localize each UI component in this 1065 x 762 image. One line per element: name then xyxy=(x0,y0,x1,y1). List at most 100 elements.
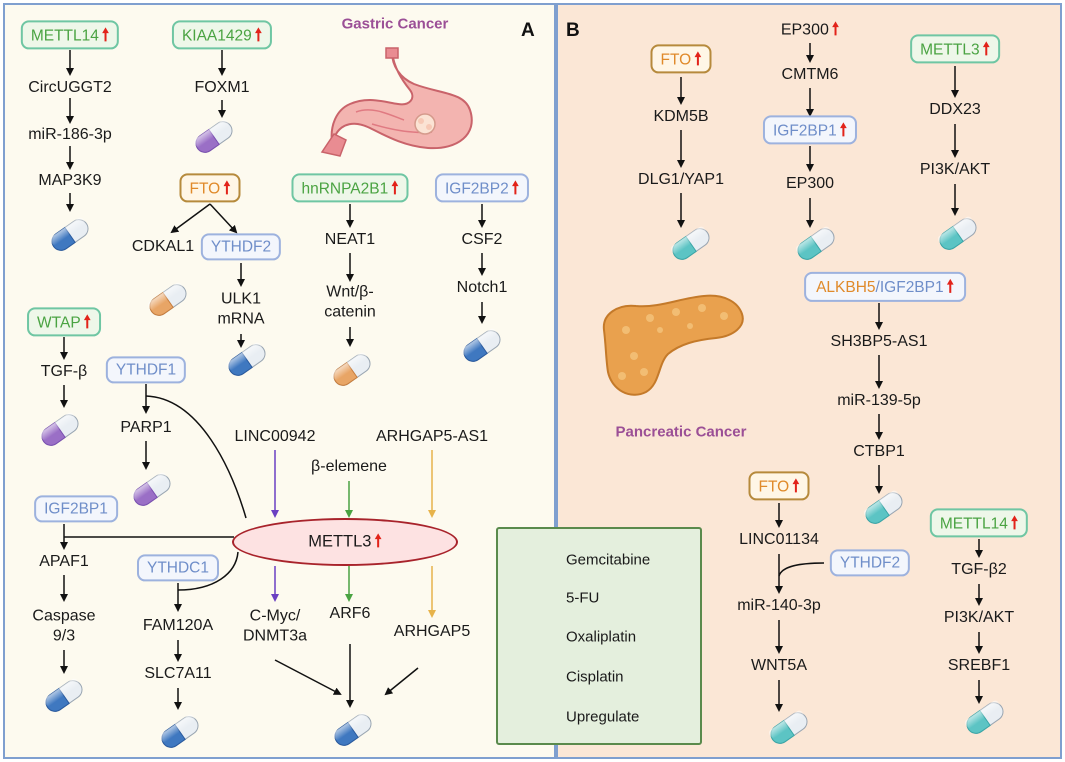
capsule-gemcitabine xyxy=(671,226,710,260)
gastric-cancer-title: Gastric Cancer xyxy=(341,15,449,33)
node-kdm5b: KDM5B xyxy=(653,108,709,126)
node-foxm1: FOXM1 xyxy=(194,79,250,97)
legend-label-upregulate: Upregulate xyxy=(566,708,640,726)
stomach-illustration xyxy=(320,47,473,157)
box-igf2bp1-c-label: IGF2BP1 xyxy=(879,278,944,296)
box-mettl14-b: METTL14🠕 xyxy=(929,508,1029,538)
connector-line xyxy=(145,395,247,519)
box-ythdf2-b: YTHDF2 xyxy=(829,549,911,577)
node-wnt-line2: catenin xyxy=(324,303,376,320)
capsule-cisplatin xyxy=(160,714,199,748)
node-ddx23: DDX23 xyxy=(929,101,981,119)
node-cmtm6: CMTM6 xyxy=(781,66,839,84)
box-wtap-label: WTAP xyxy=(37,314,81,332)
box-ythdc1: YTHDC1 xyxy=(136,554,220,582)
capsule-cisplatin xyxy=(333,712,372,746)
capsule-cisplatin xyxy=(50,217,89,251)
box-igf2bp2-label: IGF2BP2 xyxy=(444,180,509,198)
node-csf2: CSF2 xyxy=(461,231,503,249)
legend-label-5fu: 5-FU xyxy=(566,589,600,607)
node-neat1: NEAT1 xyxy=(324,231,376,249)
legend-item-upregulate: Upregulate xyxy=(498,702,700,732)
connector-line xyxy=(177,551,239,591)
box-ythdf1: YTHDF1 xyxy=(105,356,187,384)
node-mir-186-3p: miR-186-3p xyxy=(28,126,112,144)
capsule-cisplatin xyxy=(462,328,501,362)
node-caspase-line1: Caspase xyxy=(32,607,96,625)
node-cdkal1: CDKAL1 xyxy=(131,238,195,256)
node-cmyc-line1: C-Myc/ xyxy=(249,607,301,625)
upregulate-arrow-icon: 🠕 xyxy=(254,25,263,45)
legend-label-cisplatin: Cisplatin xyxy=(566,668,624,686)
box-fto-b2: FTO🠕 xyxy=(748,471,810,501)
box-mettl14-b-label: METTL14 xyxy=(939,515,1008,533)
capsule-gemcitabine xyxy=(769,710,808,744)
node-linc01134: LINC01134 xyxy=(739,531,819,549)
node-cmyc-dnmt3a: C-Myc/DNMT3a xyxy=(243,606,307,645)
capsule-oxaliplatin xyxy=(132,472,171,506)
node-ep300-top: EP300🠕 xyxy=(781,20,839,41)
box-alkbh5-label: ALKBH5 xyxy=(816,278,876,296)
node-arf6: ARF6 xyxy=(329,605,371,623)
box-slash: / xyxy=(875,278,880,296)
pathway-arrow xyxy=(209,203,238,234)
upregulate-arrow-icon: 🠕 xyxy=(101,25,110,45)
legend-item-oxaliplatin: Oxaliplatin xyxy=(498,622,700,652)
mettl3-hub-label: METTL3🠕 xyxy=(308,532,382,553)
box-mettl14: METTL14🠕 xyxy=(20,20,120,50)
box-mettl3-b: METTL3🠕 xyxy=(910,34,1000,64)
node-parp1: PARP1 xyxy=(120,419,172,437)
pathway-arrow xyxy=(384,667,419,696)
node-ctbp1: CTBP1 xyxy=(853,443,905,461)
node-tgf-beta: TGF-β xyxy=(40,363,88,381)
box-fto-b1: FTO🠕 xyxy=(650,44,712,74)
mettl3-hub-ellipse xyxy=(232,518,458,566)
node-slc7a11: SLC7A11 xyxy=(144,665,212,683)
node-mir-140-3p: miR-140-3p xyxy=(737,597,821,615)
legend: Gemcitabine 5-FU Oxaliplatin Cisplatin U… xyxy=(496,527,702,745)
box-hnrnpa2b1-label: hnRNPA2B1 xyxy=(301,180,389,198)
box-alkbh5-igf2bp1: ALKBH5/IGF2BP1🠕 xyxy=(804,271,966,303)
box-kiaa1429: KIAA1429🠕 xyxy=(171,20,273,50)
node-cmyc-line2: DNMT3a xyxy=(242,627,308,644)
node-beta-elemene: β-elemene xyxy=(311,458,387,476)
upregulate-arrow-icon: 🠕 xyxy=(839,120,848,140)
upregulate-arrow-icon: 🠕 xyxy=(511,178,520,198)
node-circuggt2: CircUGGT2 xyxy=(28,79,112,97)
node-dlg1-yap1: DLG1/YAP1 xyxy=(638,171,724,189)
node-apaf1: APAF1 xyxy=(39,553,89,571)
box-kiaa1429-label: KIAA1429 xyxy=(181,27,252,45)
box-fto-b1-label: FTO xyxy=(660,51,692,69)
node-ulk1-line1: ULK1 xyxy=(220,290,262,308)
box-wtap: WTAP🠕 xyxy=(27,307,101,337)
legend-item-gemcitabine: Gemcitabine xyxy=(498,545,700,575)
pancreas-illustration xyxy=(602,294,744,396)
node-mir-139-5p: miR-139-5p xyxy=(837,392,921,410)
upregulate-arrow-icon: 🠕 xyxy=(792,476,800,496)
legend-label-gemcitabine: Gemcitabine xyxy=(566,551,651,569)
panel-b-label: B xyxy=(566,20,580,41)
capsule-5fu xyxy=(148,282,187,316)
upregulate-arrow-icon: 🠕 xyxy=(1010,513,1019,533)
capsule-gemcitabine xyxy=(796,226,835,260)
box-ythdf2-a: YTHDF2 xyxy=(200,233,282,261)
capsule-gemcitabine xyxy=(938,216,977,250)
box-igf2bp1-b: IGF2BP1🠕 xyxy=(762,115,858,145)
upregulate-arrow-icon: 🠕 xyxy=(374,531,382,551)
node-fam120a: FAM120A xyxy=(142,617,214,635)
node-linc00942: LINC00942 xyxy=(234,428,316,446)
node-ep300: EP300 xyxy=(785,175,835,193)
upregulate-arrow-icon: 🠕 xyxy=(946,276,954,296)
pathway-arrow xyxy=(274,659,342,695)
legend-item-cisplatin: Cisplatin xyxy=(498,662,700,692)
node-pi3k-akt-2: PI3K/AKT xyxy=(943,609,1015,627)
box-hnrnpa2b1: hnRNPA2B1🠕 xyxy=(291,173,409,203)
box-mettl3-b-label: METTL3 xyxy=(920,41,980,59)
node-wnt5a: WNT5A xyxy=(751,657,807,675)
upregulate-arrow-icon: 🠕 xyxy=(694,49,702,69)
pathway-arrows xyxy=(60,43,983,712)
upregulate-arrow-icon: 🠕 xyxy=(83,312,91,332)
